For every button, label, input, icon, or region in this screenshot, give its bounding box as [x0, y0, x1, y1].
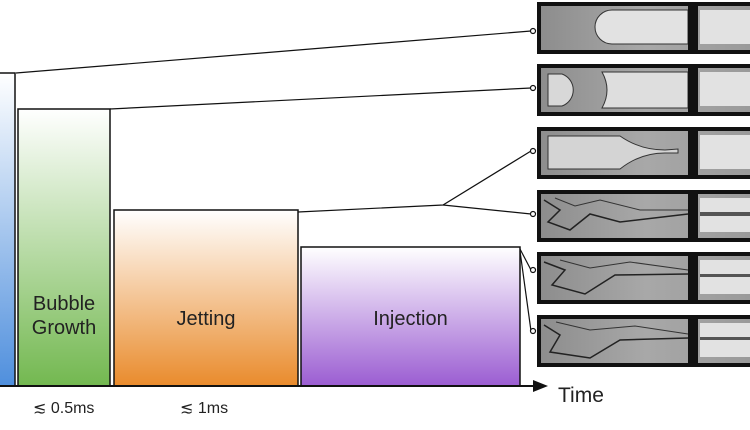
- phase-bar-bubble-growth: [17, 108, 111, 387]
- phase-label-bubble-growth: Bubble Growth: [31, 293, 97, 339]
- frame-3: [537, 127, 750, 179]
- phase-bar-injection: [300, 246, 521, 387]
- phase-bar-jetting: [113, 209, 299, 387]
- frame-5: [537, 252, 750, 304]
- phase-label-injection: Injection: [373, 308, 448, 330]
- phase-label-jetting: Jetting: [176, 308, 236, 330]
- frame-1: [537, 2, 750, 54]
- frame-6: [537, 315, 750, 367]
- frame-2: [537, 64, 750, 116]
- frame-4: [537, 190, 750, 242]
- connector-dots: [529, 27, 537, 335]
- phase-bar-first: [0, 72, 16, 387]
- time-axis-arrowhead: [533, 380, 548, 392]
- time-axis-label: Time: [558, 384, 604, 407]
- connector-lines: [15, 30, 532, 332]
- jetting-duration-note: ≲ 1ms: [180, 400, 229, 417]
- bubble-duration-note: ≲ 0.5ms: [33, 400, 95, 417]
